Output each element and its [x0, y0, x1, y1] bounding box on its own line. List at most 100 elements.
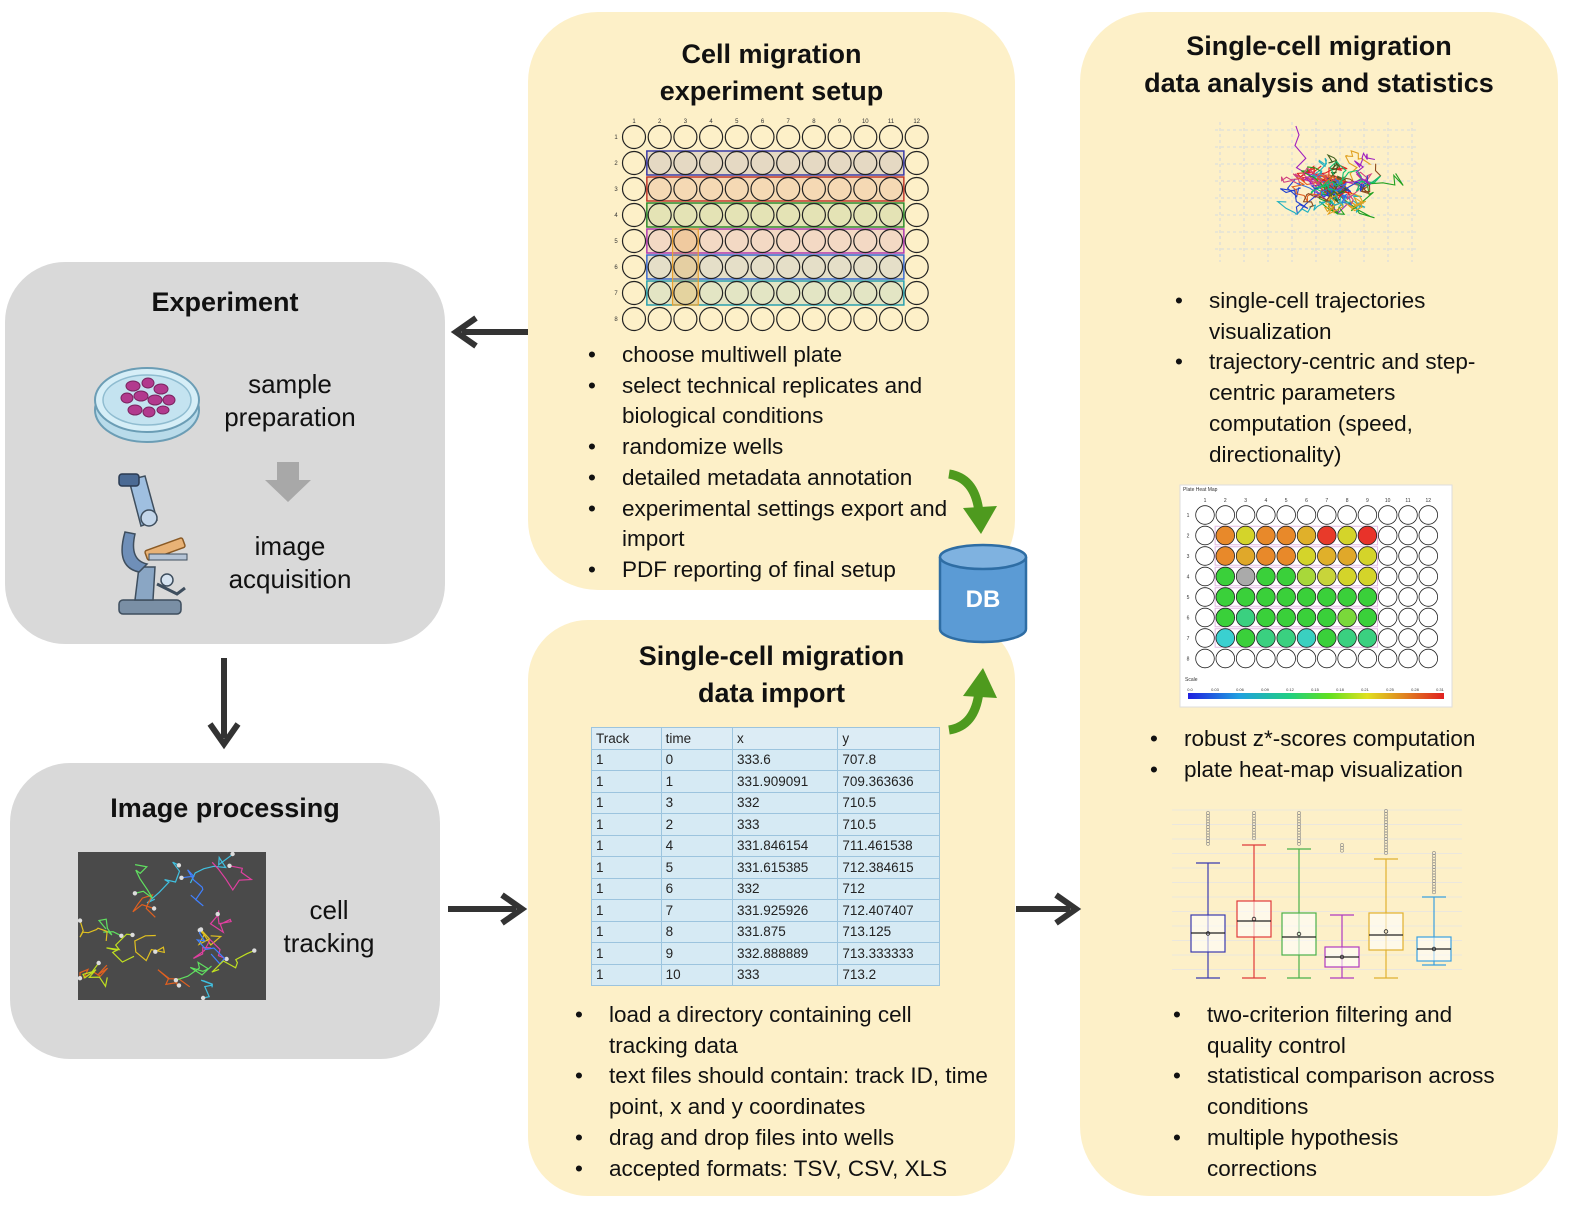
- plate-well: [724, 150, 749, 176]
- plate-well: [904, 306, 929, 332]
- table-header-cell: time: [660, 727, 733, 750]
- plate-well: [853, 254, 878, 280]
- boxplot-outlier: [1297, 811, 1301, 815]
- heatmap-title: Plate Heat Map: [1183, 487, 1218, 493]
- heatmap-well: [1357, 648, 1378, 669]
- heatmap-well: [1337, 566, 1357, 587]
- table-cell: 332: [731, 877, 839, 900]
- heatmap-well: [1377, 525, 1398, 546]
- heatmap-color-scale: [1188, 693, 1444, 699]
- heatmap-column-label: 8: [1346, 498, 1349, 504]
- plate-well: [750, 202, 775, 228]
- heatmap-row-label: 1: [1187, 513, 1190, 519]
- cell-track-line: [132, 894, 156, 918]
- boxplot-outlier: [1384, 845, 1388, 850]
- plate-condition-strip: [646, 176, 905, 202]
- boxplot-outlier: [1432, 870, 1436, 875]
- table-cell: 5: [660, 856, 733, 879]
- plate-well: [801, 306, 826, 332]
- plate-well: [853, 176, 878, 202]
- heatmap-well: [1276, 566, 1296, 587]
- boxplot-outlier: [1297, 833, 1301, 838]
- setup-title: Cell migration experiment setup: [659, 39, 884, 106]
- boxplot-outlier: [1252, 836, 1256, 841]
- table-cell: 1: [591, 877, 662, 900]
- table-cell: 707.8: [837, 748, 940, 771]
- boxplot-outlier: [1252, 813, 1256, 818]
- import-bullet-item: drag and drop files into wells: [573, 1123, 993, 1154]
- plate-well: [647, 280, 672, 306]
- plate-well: [801, 228, 826, 254]
- plate-well: [621, 254, 647, 280]
- boxplot-outlier: [1384, 851, 1388, 855]
- heatmap-well: [1317, 566, 1337, 587]
- plate-well: [621, 124, 647, 150]
- heatmap-well: [1398, 648, 1418, 669]
- boxplot-outlier: [1252, 827, 1256, 832]
- plate-well: [673, 306, 698, 332]
- plate-well: [673, 280, 698, 306]
- boxplot-outlier: [1206, 819, 1210, 824]
- heatmap-well: [1195, 607, 1215, 628]
- table-header-cell: y: [837, 727, 940, 750]
- plate-well: [776, 228, 801, 254]
- plate-well: [904, 150, 929, 176]
- boxplot-mean: [1383, 929, 1389, 934]
- plate-well: [904, 176, 929, 202]
- plate-well: [853, 124, 878, 150]
- boxplot-outlier: [1206, 811, 1210, 815]
- heatmap-well: [1418, 648, 1439, 669]
- boxplot-outlier: [1206, 841, 1210, 846]
- boxplot-outlier: [1206, 827, 1210, 832]
- heatmap-scale-tick: 0.28: [1411, 687, 1420, 692]
- heatmap-column-label: 10: [1385, 498, 1391, 504]
- trajectory-track: [1326, 153, 1348, 195]
- cell-track-line: [106, 933, 135, 963]
- boxplot-outlier: [1340, 848, 1344, 853]
- boxplot-outlier: [1206, 813, 1210, 818]
- boxplot-outlier: [1384, 839, 1388, 844]
- heatmap-well: [1276, 505, 1296, 525]
- heatmap-well: [1317, 648, 1337, 669]
- heatmap-column-label: 3: [1244, 498, 1247, 504]
- heatmap-well: [1215, 546, 1236, 566]
- heatmap-well: [1398, 566, 1418, 587]
- cell-track-line: [134, 864, 154, 899]
- table-cell: 10: [660, 963, 733, 986]
- plate-condition-strip: [646, 228, 905, 254]
- table-cell: 713.333333: [837, 942, 940, 965]
- heatmap-scale-tick: 0.18: [1336, 687, 1345, 692]
- plate-column-label: 11: [888, 119, 895, 125]
- plate-well: [647, 254, 672, 280]
- heatmap-well: [1256, 505, 1276, 525]
- import-bullet-item: accepted formats: TSV, CSV, XLS: [573, 1154, 993, 1185]
- plate-well: [904, 124, 929, 150]
- plate-well: [853, 150, 878, 176]
- boxplot-outlier: [1297, 816, 1301, 821]
- table-cell: 1: [591, 942, 662, 965]
- boxplot-mean: [1205, 931, 1211, 936]
- heatmap-column-label: 11: [1405, 498, 1410, 504]
- plate-well: [801, 280, 826, 306]
- boxplot-outlier: [1206, 833, 1210, 838]
- heatmap-well: [1377, 628, 1398, 648]
- heatmap-well: [1235, 587, 1256, 607]
- table-cell: 3: [660, 791, 733, 814]
- boxplot-outlier: [1252, 811, 1256, 815]
- heatmap-row-label: 8: [1187, 657, 1190, 663]
- plate-well: [827, 306, 852, 332]
- table-cell: 8: [660, 920, 733, 943]
- heatmap-well: [1337, 546, 1357, 566]
- heatmap-well: [1418, 566, 1439, 587]
- plate-condition-strip: [646, 202, 905, 228]
- table-cell: 1: [591, 813, 662, 836]
- heatmap-well: [1215, 607, 1236, 628]
- plate-well: [827, 254, 852, 280]
- plate-column-label: 4: [709, 119, 713, 125]
- heatmap-well: [1337, 607, 1357, 628]
